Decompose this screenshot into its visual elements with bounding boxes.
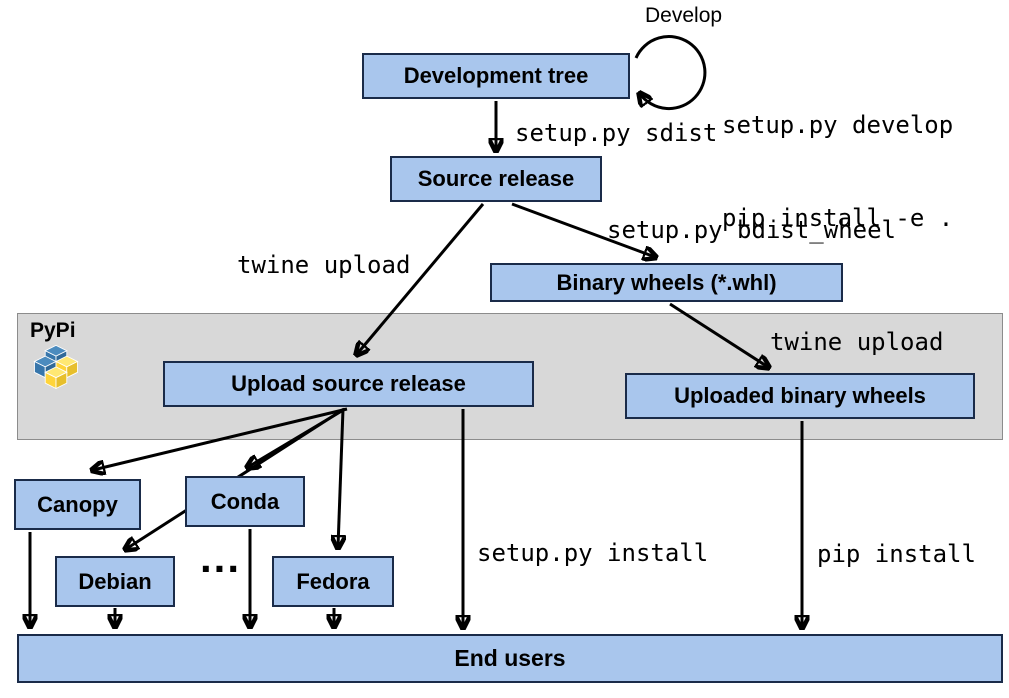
node-binary-wheels: Binary wheels (*.whl) bbox=[490, 263, 843, 302]
edge-develop-loop bbox=[634, 35, 707, 111]
node-debian: Debian bbox=[55, 556, 175, 607]
edge-label-develop-commands: setup.py develop pip install -e . bbox=[722, 48, 953, 296]
edge-label-develop-cmd2: pip install -e . bbox=[722, 204, 954, 232]
edge-label-develop-cmd1: setup.py develop bbox=[722, 111, 954, 139]
node-uploaded-binary-wheels: Uploaded binary wheels bbox=[625, 373, 975, 419]
ellipsis-more-distros: ... bbox=[200, 534, 242, 581]
edge-label-develop: Develop bbox=[645, 4, 723, 27]
node-conda: Conda bbox=[185, 476, 305, 527]
node-upload-source-release: Upload source release bbox=[163, 361, 534, 407]
pypi-logo-icon bbox=[33, 345, 79, 390]
edge-label-twine-upload-wheels: twine upload bbox=[770, 328, 944, 356]
edge-label-sdist: setup.py sdist bbox=[515, 119, 718, 147]
edge-label-pip-install: pip install bbox=[817, 540, 976, 568]
edge-label-bdist-wheel: setup.py bdist_wheel bbox=[607, 216, 896, 244]
node-development-tree: Development tree bbox=[362, 53, 630, 99]
node-source-release: Source release bbox=[390, 156, 602, 202]
edge-label-twine-upload-source: twine upload bbox=[237, 251, 411, 279]
node-end-users: End users bbox=[17, 634, 1003, 683]
pypi-label: PyPi bbox=[30, 319, 76, 342]
node-canopy: Canopy bbox=[14, 479, 141, 530]
node-fedora: Fedora bbox=[272, 556, 394, 607]
edge-label-setup-install: setup.py install bbox=[477, 539, 709, 567]
